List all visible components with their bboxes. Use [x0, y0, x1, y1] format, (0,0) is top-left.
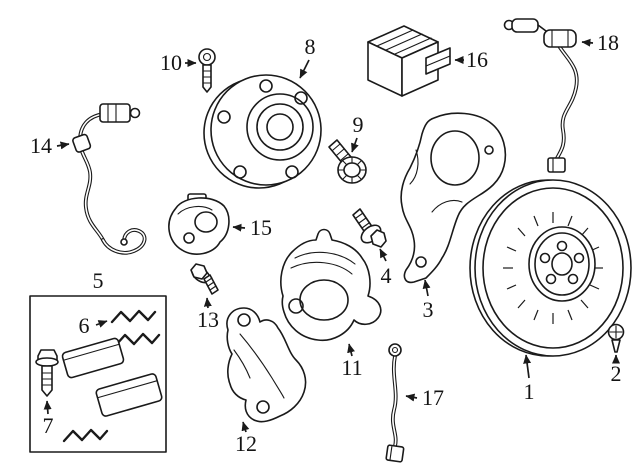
hub-screw-drawing [198, 48, 216, 93]
callout-number: 2 [611, 361, 622, 386]
splash-shield-drawing [400, 112, 507, 284]
callout-17[interactable]: 17 [405, 385, 444, 410]
callout-5[interactable]: 5 [93, 268, 104, 293]
callout-6[interactable]: 6 [79, 313, 108, 338]
callout-number: 7 [43, 413, 54, 438]
callout-number: 4 [381, 263, 392, 288]
actuator-bolt-drawing [190, 263, 219, 295]
callout-8[interactable]: 8 [299, 34, 316, 79]
control-module-drawing [367, 25, 451, 97]
bracket-bolt-drawing [352, 208, 387, 248]
callout-arrow [523, 354, 532, 379]
callout-number: 9 [353, 112, 364, 137]
callout-arrow [56, 141, 70, 150]
callout-number: 15 [250, 215, 272, 240]
rotor-screw-drawing [607, 323, 625, 353]
callout-18[interactable]: 18 [581, 30, 619, 55]
brake-rotor-drawing [469, 179, 632, 357]
callout-9[interactable]: 9 [351, 112, 364, 153]
callout-10[interactable]: 10 [160, 50, 197, 75]
callout-number: 14 [30, 133, 52, 158]
callout-number: 5 [93, 268, 104, 293]
callout-number: 16 [466, 47, 488, 72]
hub-bolt-drawing [328, 139, 367, 184]
callout-1[interactable]: 1 [523, 354, 535, 404]
callout-arrow [379, 248, 388, 262]
callout-14[interactable]: 14 [30, 133, 70, 158]
callout-7[interactable]: 7 [43, 400, 54, 438]
callout-4[interactable]: 4 [379, 248, 392, 288]
callout-arrow [299, 59, 310, 79]
callout-number: 8 [305, 34, 316, 59]
abs-sensor-drawing [503, 18, 579, 173]
wheel-hub-drawing [203, 74, 322, 189]
callout-3[interactable]: 3 [422, 279, 434, 322]
pad-kit-box-drawing [29, 295, 167, 453]
callout-arrow [232, 223, 246, 232]
callout-number: 12 [235, 431, 257, 456]
callout-arrow [347, 343, 355, 357]
callout-number: 18 [597, 30, 619, 55]
wear-sensor-rear-drawing [385, 343, 405, 463]
callout-arrow [241, 421, 250, 433]
callout-12[interactable]: 12 [235, 421, 257, 456]
callout-arrow [95, 320, 108, 328]
callout-11[interactable]: 11 [341, 343, 363, 380]
callout-arrow [405, 393, 418, 402]
parking-actuator-drawing [168, 193, 230, 255]
callout-13[interactable]: 13 [197, 297, 219, 332]
callout-2[interactable]: 2 [611, 354, 622, 386]
caliper-bracket-drawing [226, 307, 307, 423]
callout-number: 10 [160, 50, 182, 75]
kit-flange-bolt-drawing [35, 349, 59, 397]
callout-arrow [203, 297, 212, 309]
callout-number: 6 [79, 313, 90, 338]
callout-16[interactable]: 16 [454, 47, 488, 72]
callout-number: 1 [524, 379, 535, 404]
brake-caliper-drawing [280, 228, 382, 342]
callout-number: 3 [423, 297, 434, 322]
callout-number: 13 [197, 307, 219, 332]
callout-arrow [422, 279, 431, 297]
wear-sensor-front-drawing [72, 103, 147, 255]
callout-arrow [43, 400, 52, 415]
callout-arrow [351, 137, 359, 153]
callout-number: 11 [341, 355, 362, 380]
callout-arrow [581, 38, 594, 47]
callout-15[interactable]: 15 [232, 215, 272, 240]
callout-number: 17 [422, 385, 444, 410]
